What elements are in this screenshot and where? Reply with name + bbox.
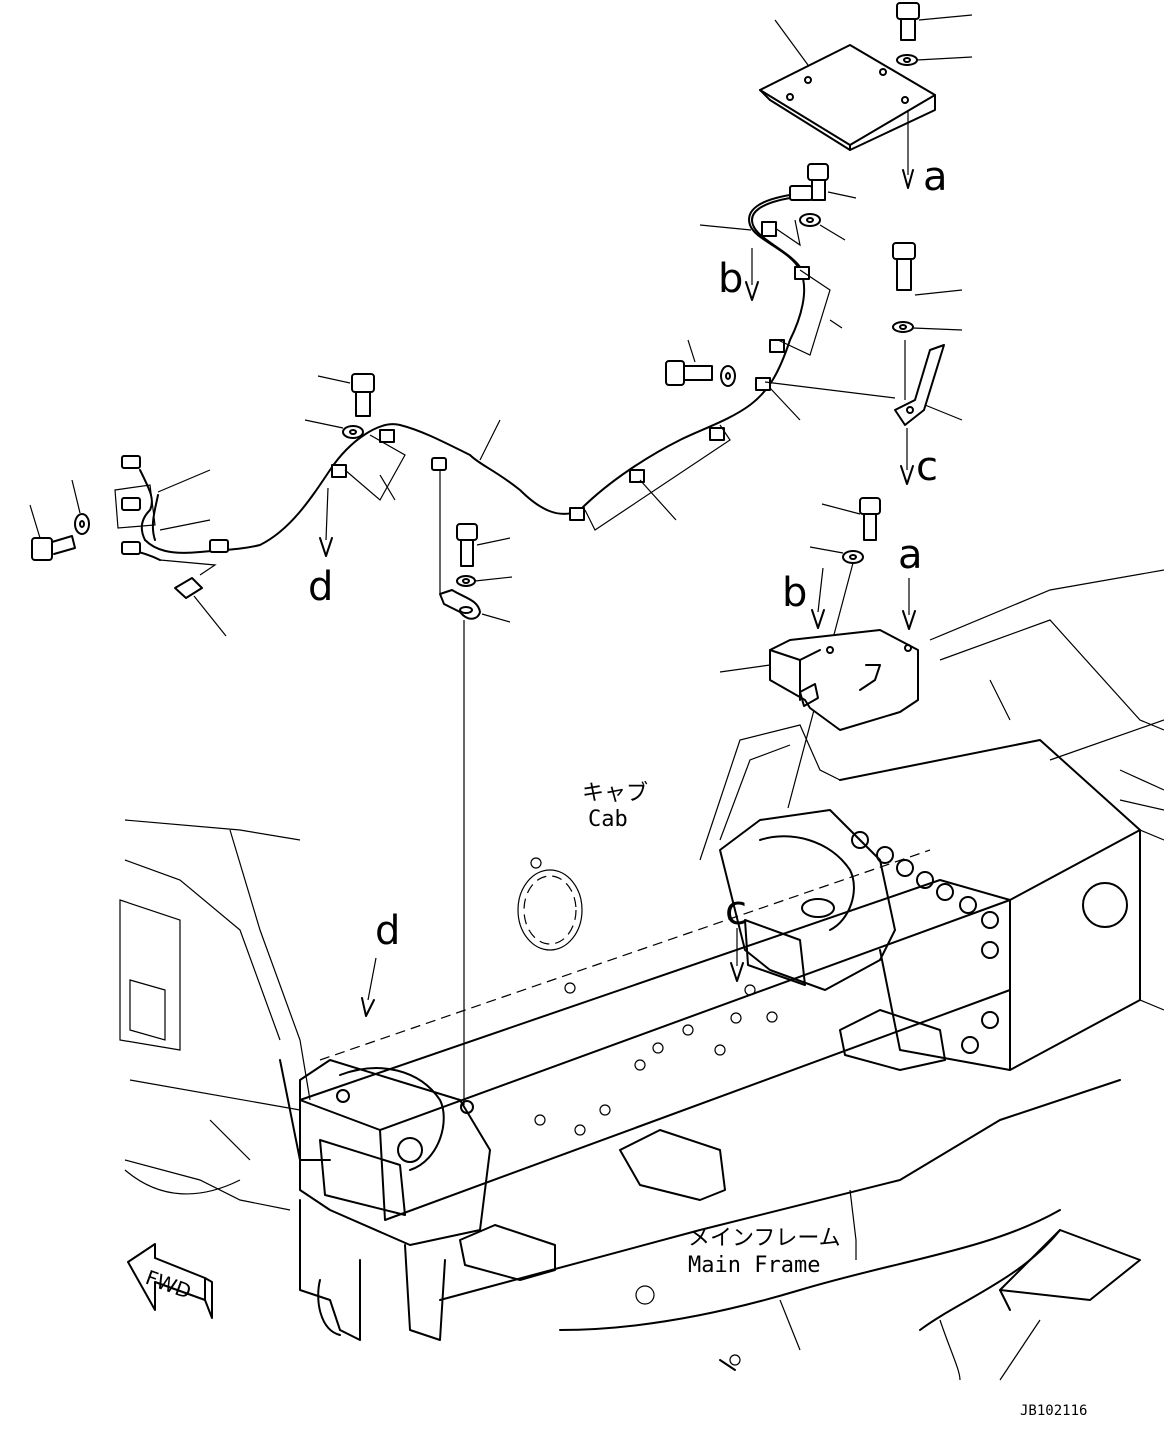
fwd-arrow-icon: FWD (127, 1243, 213, 1319)
label-c-clamp: c (916, 444, 938, 490)
bolt-top (896, 2, 973, 66)
cab-label-jp: キャブ (582, 781, 648, 806)
bolt-harness-left (304, 373, 375, 439)
bolt-left (29, 479, 90, 561)
label-a-top: a (923, 154, 948, 200)
connector-left-2 (121, 497, 141, 511)
harness-leaders (157, 224, 843, 531)
cover-plate (759, 19, 936, 151)
bolt-row (851, 831, 999, 1054)
clip-7 (569, 507, 585, 521)
cab-structure (119, 569, 1164, 1211)
clip-3 (769, 339, 785, 353)
clamp-bracket (764, 242, 963, 426)
cab-label-en: Cab (588, 807, 628, 832)
connector-left-1 (121, 455, 141, 469)
label-a-bracket: a (898, 532, 923, 578)
main-frame-structure (299, 739, 1141, 1381)
label-b-harness: b (718, 256, 743, 302)
clip-4 (755, 377, 771, 391)
label-d-harness: d (308, 564, 333, 610)
label-d-frame: d (375, 908, 400, 954)
clip-5 (709, 427, 725, 441)
connector-left-3 (121, 541, 141, 555)
wiring-harness (114, 185, 831, 637)
clip-8 (379, 429, 395, 443)
clip-6 (629, 469, 645, 483)
connector-center (431, 457, 447, 471)
p-clip-center (439, 470, 513, 1105)
connector-top (789, 185, 813, 201)
connector-mid (209, 539, 229, 553)
bolt-harness-top (799, 163, 857, 241)
drawing-number: JB102116 (1020, 1403, 1087, 1419)
bolt-horizontal (665, 339, 736, 387)
mounting-bracket (719, 497, 919, 809)
clip-2 (794, 266, 810, 280)
main-frame-label-jp: メインフレーム (688, 1226, 841, 1251)
label-b-bracket: b (782, 570, 807, 616)
loose-plug (174, 577, 203, 599)
clip-9 (331, 464, 347, 478)
label-c-frame: c (725, 888, 747, 934)
main-frame-label-en: Main Frame (688, 1253, 820, 1278)
clip-1 (761, 221, 777, 237)
frame-holes (534, 982, 778, 1136)
